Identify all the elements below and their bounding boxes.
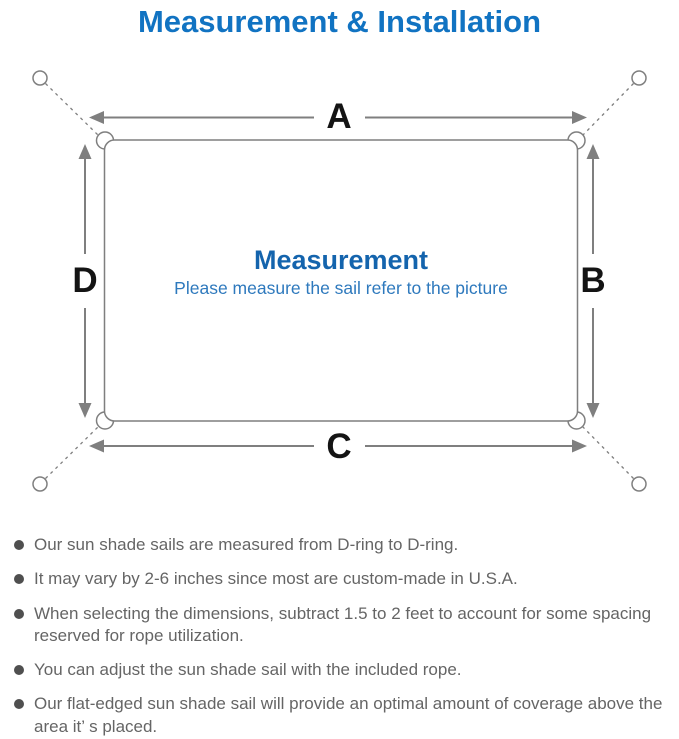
side-label-a: A [326,97,351,136]
arrow-head [78,144,92,159]
arrow-d: D [72,144,98,418]
tension-line-top-left [45,83,100,137]
anchor-point-bottom-left [32,476,48,492]
bullet-icon [14,699,24,710]
note-item: You can adjust the sun shade sail with t… [12,659,669,681]
arrow-head [586,403,600,418]
note-item: When selecting the dimensions, subtract … [12,603,669,648]
arrow-b: B [580,144,606,418]
tension-line-top-right [581,83,634,137]
bullet-icon [14,574,24,585]
measurement-diagram: A C D B Measurement Please measure the s… [32,70,647,492]
arrow-head [572,439,587,453]
page-title: Measurement & Installation [137,4,542,39]
note-text: When selecting the dimensions, subtract … [34,603,652,645]
arrow-head [586,144,600,159]
arrow-head [89,439,104,453]
arrow-head [572,111,587,124]
tension-line-bottom-left [45,425,100,479]
arrow-c: C [89,427,587,466]
side-label-d: D [72,261,97,300]
sail-outline [103,139,579,422]
arrow-head [78,403,92,418]
note-item: Our sun shade sails are measured from D-… [12,534,669,556]
arrow-head [89,111,104,124]
bullet-icon [14,665,24,676]
note-item: It may vary by 2-6 inches since most are… [12,568,669,590]
note-item: Our flat-edged sun shade sail will provi… [12,693,669,738]
bullet-icon [14,608,24,619]
notes-list: Our sun shade sails are measured from D-… [0,520,679,738]
diagram-caption: Please measure the sail refer to the pic… [174,278,508,298]
bullet-icon [14,540,24,550]
note-text: Our flat-edged sun shade sail will provi… [34,694,663,736]
anchor-point-top-left [32,70,48,86]
side-label-b: B [580,261,605,300]
note-text: Our sun shade sails are measured from D-… [34,535,459,554]
anchor-point-top-right [631,70,647,86]
note-text: You can adjust the sun shade sail with t… [34,660,462,680]
diagram-heading: Measurement [254,245,428,275]
note-text: It may vary by 2-6 inches since most are… [34,569,518,589]
side-label-c: C [326,427,351,466]
arrow-a: A [89,97,587,136]
anchor-point-bottom-right [631,476,647,492]
tension-line-bottom-right [581,425,634,479]
